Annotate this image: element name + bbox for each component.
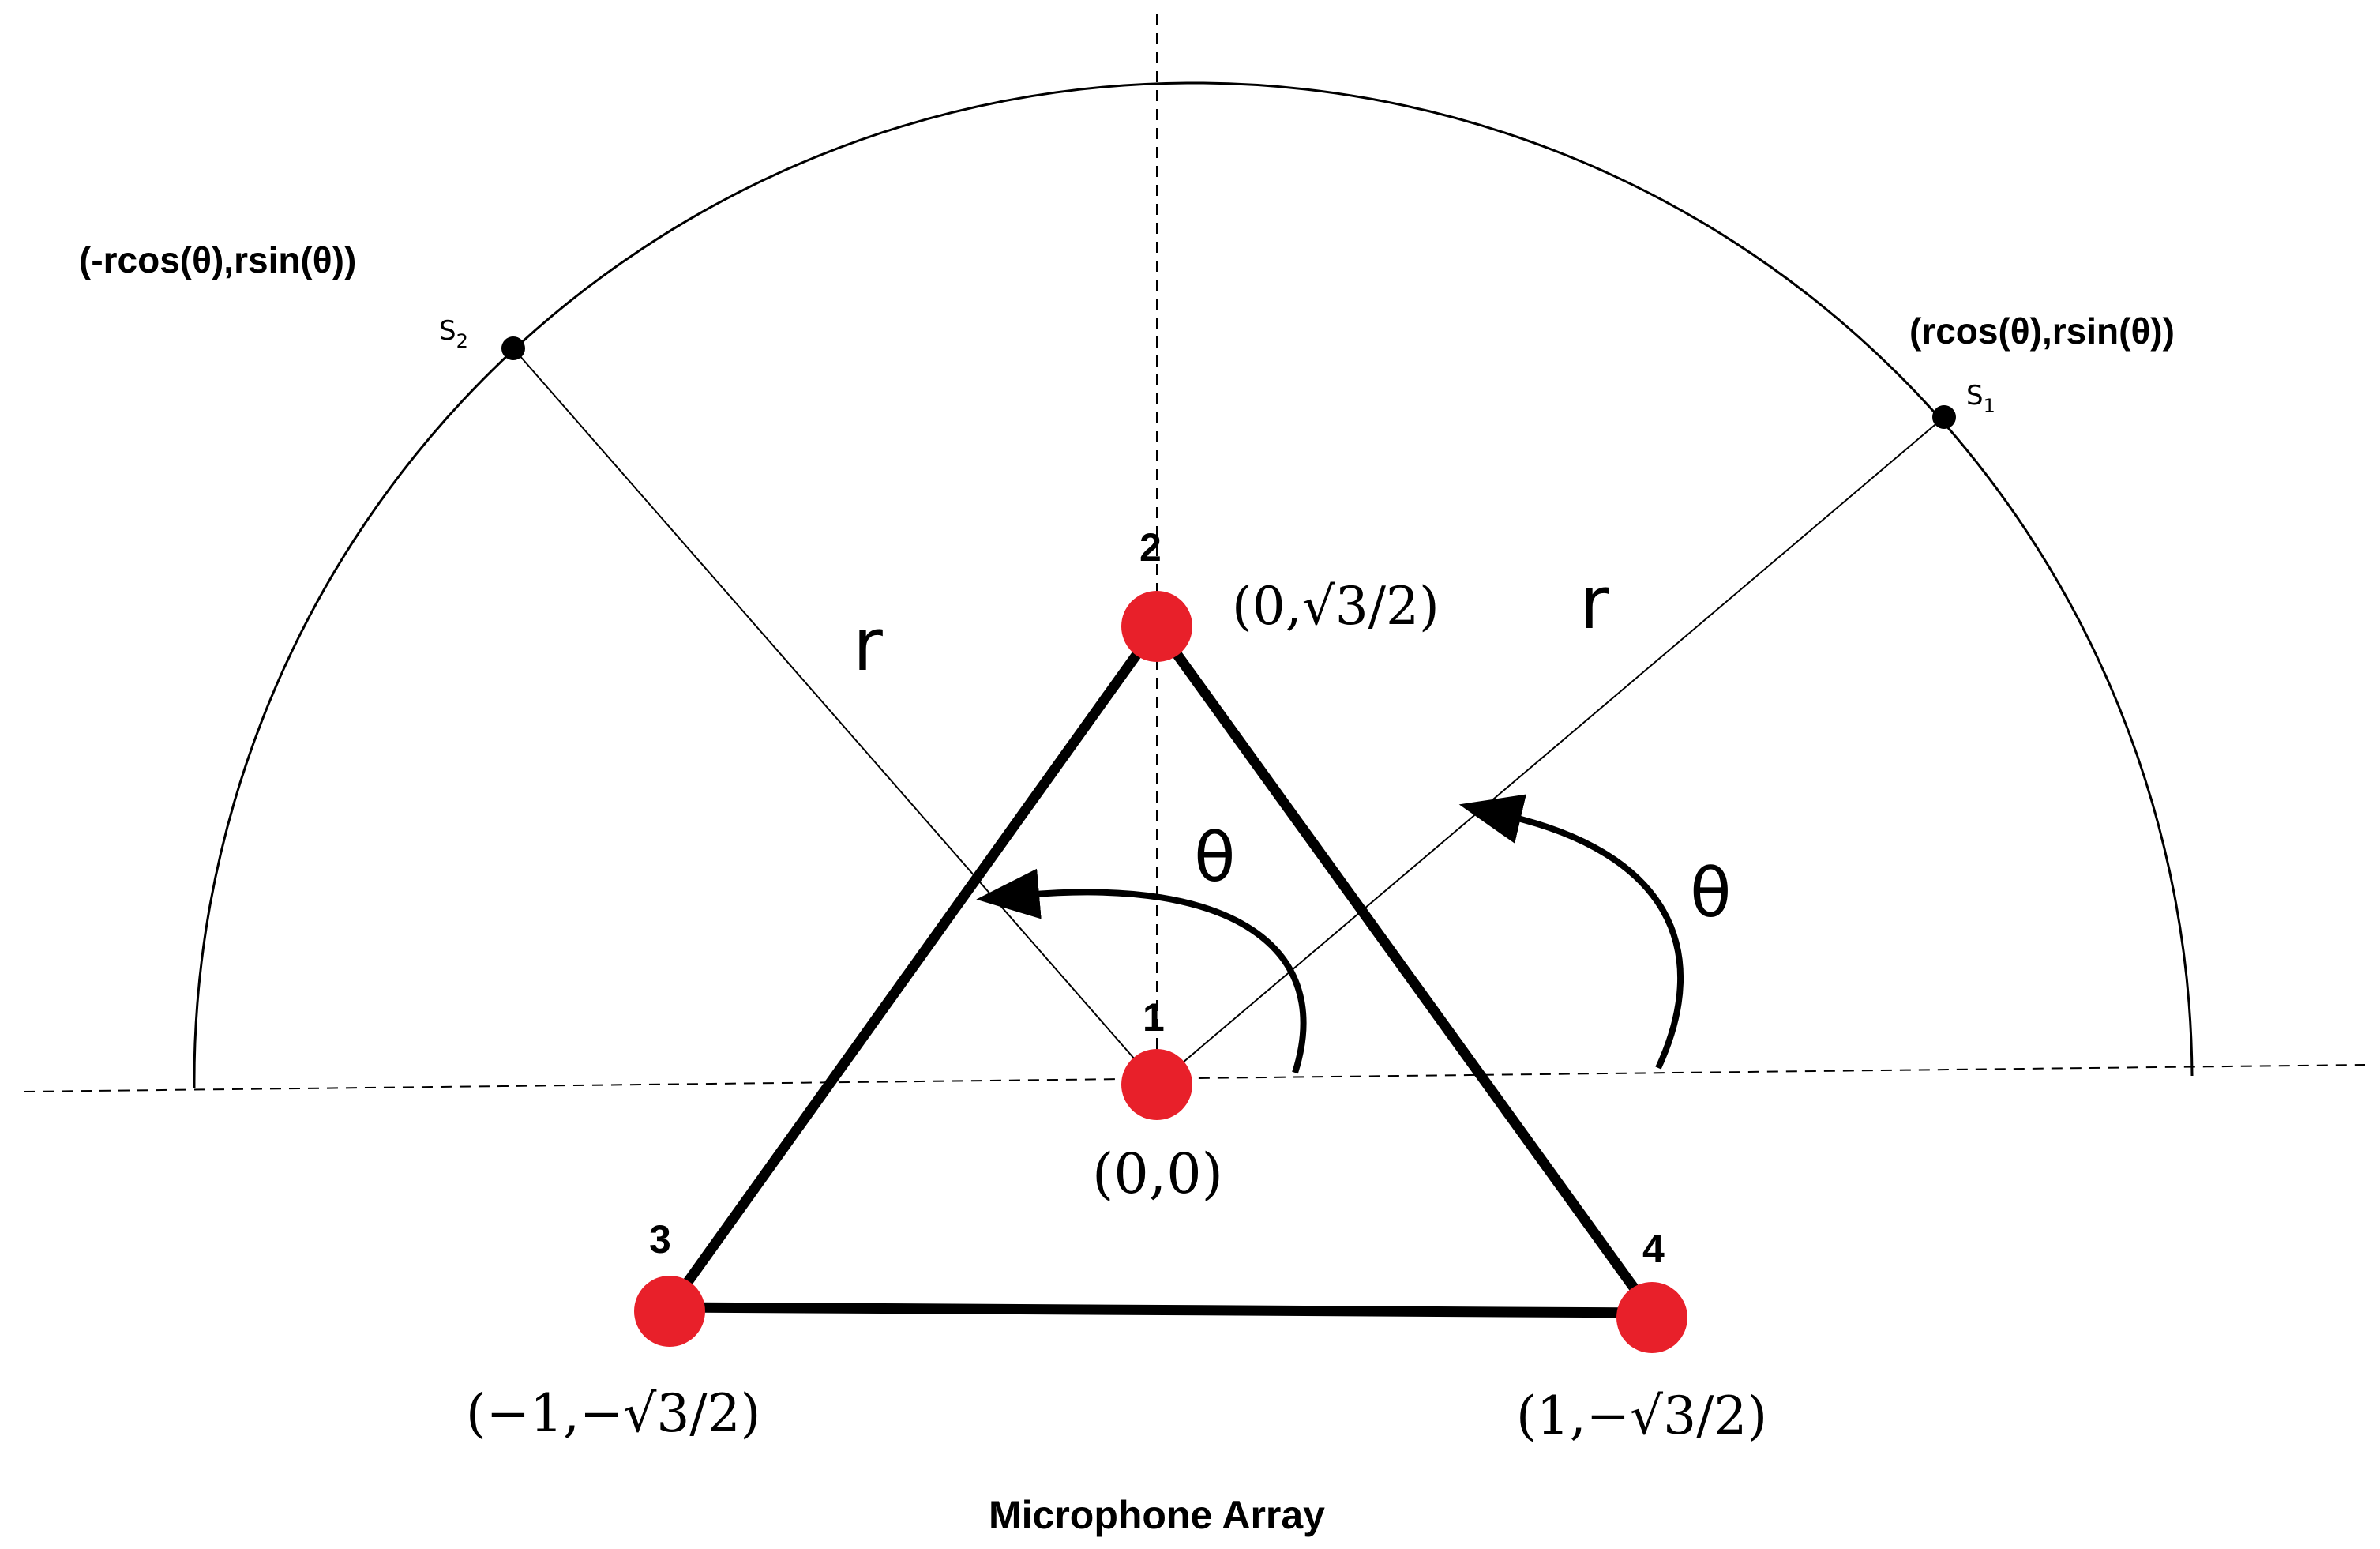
source-s1-point bbox=[1932, 405, 1956, 429]
radius-label-left: r bbox=[853, 603, 883, 687]
microphone-2-coord-prefix: (0, bbox=[1232, 576, 1302, 637]
source-s2-name: S bbox=[439, 315, 456, 347]
angle-arc-s1 bbox=[1458, 794, 1684, 1070]
microphone-4 bbox=[1616, 1282, 1687, 1353]
source-s2-coordinate: (-rcos(θ),rsin(θ)) bbox=[79, 239, 356, 280]
source-s2-subscript: 2 bbox=[456, 330, 468, 352]
microphone-3-coord-prefix: (−1,− bbox=[466, 1383, 623, 1444]
source-s1-coordinate: (rcos(θ),rsin(θ)) bbox=[1909, 310, 2175, 352]
angle-label-right: θ bbox=[1690, 854, 1732, 933]
radius-line-s2 bbox=[512, 348, 1158, 1085]
source-semicircle bbox=[193, 81, 2194, 1089]
angle-label-center: θ bbox=[1194, 818, 1236, 897]
microphone-2 bbox=[1121, 591, 1192, 662]
microphone-3-coord-suffix: /2) bbox=[689, 1383, 760, 1444]
sqrt-sign: √ bbox=[1302, 576, 1336, 637]
diagram-caption: Microphone Array bbox=[989, 1493, 1325, 1537]
microphone-4-coord-suffix: /2) bbox=[1696, 1385, 1767, 1446]
microphone-2-coord-radicand: 3 bbox=[1335, 576, 1368, 637]
microphone-3-coordinate-text: (−1,−√3/2) bbox=[466, 1383, 760, 1444]
microphone-2-coordinate-text: (0,√3/2) bbox=[1232, 576, 1440, 637]
sqrt-sign: √ bbox=[623, 1383, 657, 1444]
source-s1-name: S bbox=[1966, 380, 1984, 412]
microphone-2-coordinate: (0,√3/2) bbox=[1232, 576, 1440, 637]
angle-arc-s2 bbox=[976, 868, 1307, 1074]
microphone-3 bbox=[634, 1276, 705, 1347]
microphone-4-number: 4 bbox=[1642, 1227, 1665, 1271]
radius-label-right: r bbox=[1579, 561, 1609, 645]
microphone-4-coordinate-text: (1,−√3/2) bbox=[1516, 1385, 1767, 1446]
source-s2-label: S2 bbox=[439, 315, 468, 352]
radius-line-s1 bbox=[1156, 416, 1945, 1085]
microphone-4-coordinate: (1,−√3/2) bbox=[1516, 1385, 1767, 1446]
microphone-3-coordinate: (−1,−√3/2) bbox=[466, 1383, 760, 1444]
microphone-3-number: 3 bbox=[649, 1217, 671, 1261]
microphone-2-coord-suffix: /2) bbox=[1368, 576, 1440, 637]
source-s1-subscript: 1 bbox=[1984, 395, 1995, 417]
microphone-2-number: 2 bbox=[1139, 525, 1162, 570]
microphone-1-number: 1 bbox=[1143, 995, 1165, 1040]
microphone-1 bbox=[1121, 1049, 1192, 1120]
source-s2-point bbox=[501, 336, 525, 360]
microphone-4-coord-radicand: 3 bbox=[1663, 1385, 1696, 1446]
microphone-triangle bbox=[659, 617, 1662, 1318]
microphone-4-coord-prefix: (1,− bbox=[1516, 1385, 1630, 1446]
sqrt-sign: √ bbox=[1630, 1385, 1664, 1446]
microphone-1-coordinate: (0,0) bbox=[1092, 1141, 1223, 1206]
source-s1-label: S1 bbox=[1966, 380, 1995, 417]
horizontal-axis bbox=[23, 1064, 2366, 1092]
microphone-3-coord-radicand: 3 bbox=[656, 1383, 689, 1444]
